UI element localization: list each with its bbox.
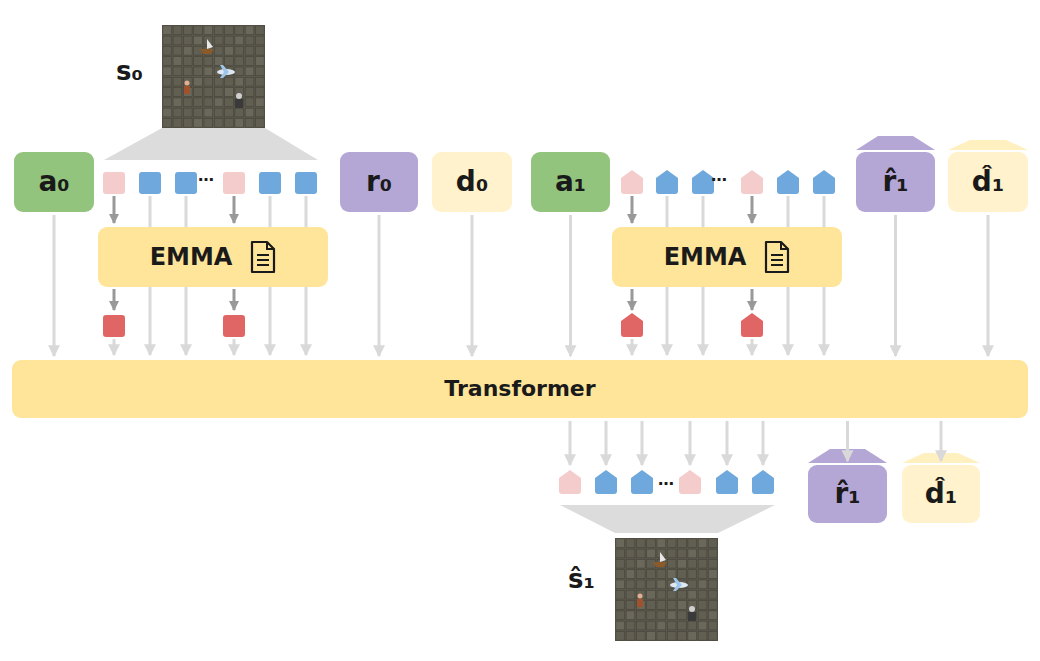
flow-arrow (894, 215, 897, 356)
decode-funnel (560, 505, 775, 533)
transformer-band: Transformer (12, 360, 1028, 418)
predicted-token (741, 313, 763, 337)
token-arrow (689, 421, 692, 465)
ellipsis: … (658, 472, 674, 488)
node-text: a₁ (555, 167, 586, 198)
predicted-token (752, 470, 774, 494)
token-arrow (233, 196, 236, 223)
node-text: a₀ (38, 167, 69, 198)
token-arrow (751, 196, 754, 223)
token-box: d̂₁ (902, 465, 980, 523)
image-token (223, 172, 245, 194)
image-token (259, 172, 281, 194)
token-arrow (641, 421, 644, 465)
predicted-token (813, 170, 835, 194)
node-text: r̂₁ (834, 479, 860, 510)
image-token (295, 172, 317, 194)
flow-arrow (471, 215, 474, 356)
node-text: d₀ (456, 167, 488, 198)
token-box: r̂₁ (856, 152, 935, 212)
token-arrow (726, 421, 729, 465)
token-arrow (233, 289, 236, 310)
flow-arrow (846, 421, 849, 461)
token-box: d₀ (432, 152, 512, 212)
node-text: r₀ (366, 167, 392, 198)
predicted-token (656, 170, 678, 194)
node-text: d̂₁ (972, 167, 1004, 198)
token-box: a₁ (531, 152, 610, 212)
token-arrow (762, 421, 765, 465)
image-token (103, 172, 125, 194)
image-token (223, 315, 245, 337)
flow-arrow (987, 215, 990, 356)
node-text: Transformer (444, 377, 595, 401)
token-box: a₀ (14, 152, 94, 212)
predicted-token (595, 470, 617, 494)
predicted-token (631, 470, 653, 494)
predicted-token (716, 470, 738, 494)
token-arrow (631, 289, 634, 310)
predicted-token (621, 313, 643, 337)
token-arrow (751, 289, 754, 310)
node-text: d̂₁ (925, 479, 957, 510)
document-icon (250, 240, 276, 274)
token-arrow (233, 339, 236, 355)
prediction-cap (856, 136, 935, 150)
token-arrow (113, 339, 116, 355)
game-frame (615, 538, 718, 641)
token-arrow (751, 339, 754, 355)
node-text: r̂₁ (882, 167, 908, 198)
predicted-token (679, 470, 701, 494)
state-label: ŝ₁ (568, 566, 595, 592)
predicted-token (621, 170, 643, 194)
flow-arrow (569, 215, 572, 356)
prediction-cap (948, 140, 1028, 150)
node-text: EMMA (664, 244, 747, 270)
predicted-token (777, 170, 799, 194)
token-arrow (113, 196, 116, 223)
predicted-token (741, 170, 763, 194)
ellipsis: … (198, 168, 214, 184)
token-arrow (569, 421, 572, 465)
flow-arrow (53, 215, 56, 356)
tokenize-funnel (104, 128, 318, 160)
token-box: d̂₁ (948, 152, 1028, 212)
document-icon (764, 240, 790, 274)
token-box: r̂₁ (808, 465, 887, 523)
image-token (175, 172, 197, 194)
ellipsis: … (711, 168, 727, 184)
token-arrow (605, 421, 608, 465)
flow-arrow (940, 421, 943, 461)
image-token (139, 172, 161, 194)
predicted-token (559, 470, 581, 494)
token-arrow (113, 289, 116, 310)
token-box: r₀ (340, 152, 418, 212)
encoder-box: EMMA (98, 227, 328, 287)
state-label: s₀ (116, 58, 143, 84)
flow-arrow (378, 215, 381, 356)
image-token (103, 315, 125, 337)
game-frame (162, 25, 265, 128)
token-arrow (631, 339, 634, 355)
node-text: EMMA (150, 244, 233, 270)
token-arrow (631, 196, 634, 223)
predicted-token (692, 170, 714, 194)
encoder-box: EMMA (612, 227, 842, 287)
